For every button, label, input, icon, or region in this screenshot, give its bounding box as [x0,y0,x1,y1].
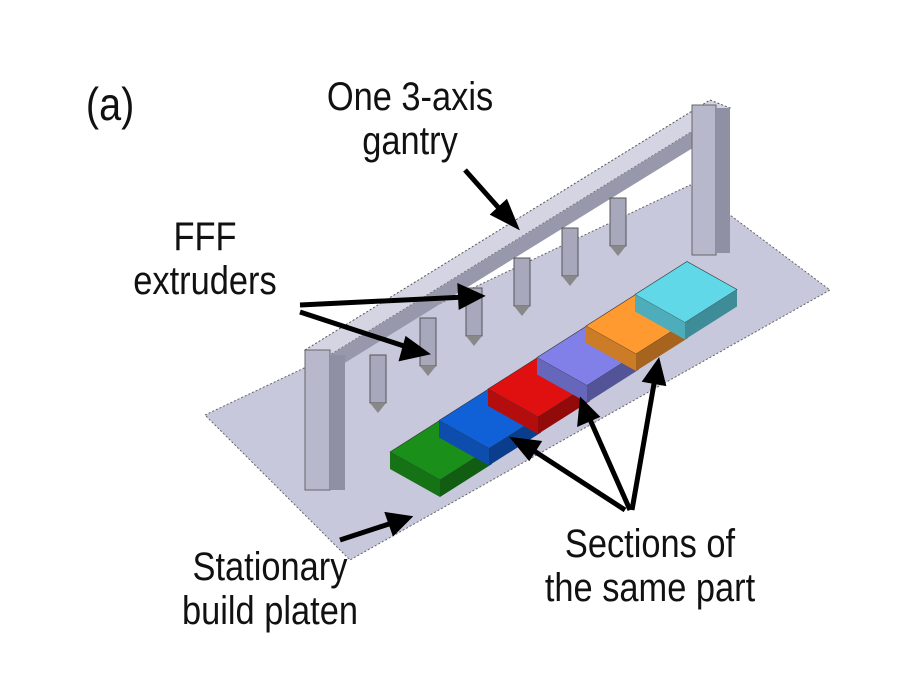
extruder [561,227,579,286]
extruder [609,197,627,256]
extruder [369,354,387,413]
extruders [369,197,627,413]
extruder [513,257,531,316]
panel-label: (a) [85,78,135,130]
arrows [299,168,667,543]
part-sections [389,261,738,497]
extruder [419,317,437,376]
part-section [634,261,738,340]
